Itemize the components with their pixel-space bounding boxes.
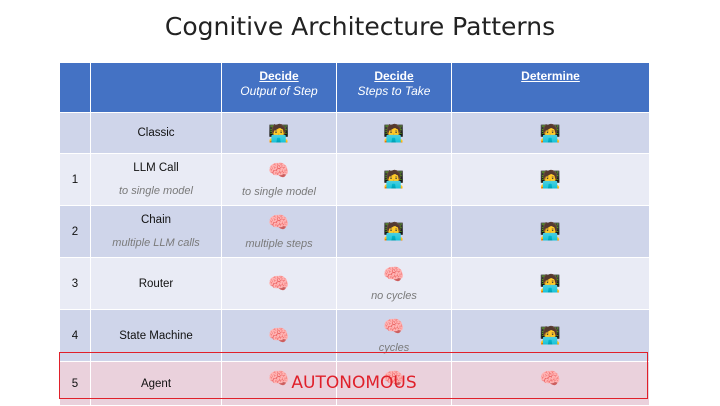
pattern-name-cell: Router: [90, 257, 222, 310]
human-technologist-icon: 🧑‍💻: [268, 123, 290, 143]
determine-cell: 🧑‍💻: [451, 112, 650, 154]
pattern-name-cell: State Machine: [90, 309, 222, 362]
pattern-name: Agent: [140, 377, 172, 390]
row-number: [59, 112, 91, 154]
steps-subtitle: cycles: [378, 342, 410, 354]
steps-cell: 🧠 cycles: [336, 309, 452, 362]
header-determine-line1[interactable]: Determine: [521, 69, 580, 83]
pattern-name-cell: Chain multiple LLM calls: [90, 205, 222, 258]
table-row: 4 State Machine 🧠 🧠 cycles 🧑‍💻: [59, 309, 650, 362]
pattern-name: Classic: [137, 127, 175, 139]
row-number: 4: [59, 309, 91, 362]
table-row: 2 Chain multiple LLM calls 🧠 multiple steps 🧑…: [59, 205, 650, 258]
human-technologist-icon: 🧑‍💻: [383, 222, 405, 241]
output-cell: 🧠: [221, 257, 337, 310]
human-technologist-icon: 🧑‍💻: [539, 222, 562, 241]
pattern-name: Router: [138, 277, 174, 290]
header-steps-line1[interactable]: Decide: [374, 69, 414, 83]
determine-cell: 🧑‍💻: [451, 257, 650, 310]
steps-cell: 🧑‍💻: [336, 205, 452, 258]
steps-cell: 🧠 no cycles: [336, 257, 452, 310]
brain-icon: 🧠: [383, 265, 405, 284]
brain-icon: 🧠: [268, 369, 290, 388]
autonomous-label: AUTONOMOUS: [291, 373, 417, 393]
row-number: 3: [59, 257, 91, 310]
header-cell-name: [90, 62, 222, 113]
brain-icon: 🧠: [383, 317, 405, 336]
pattern-subtitle: multiple LLM calls: [112, 237, 200, 249]
pattern-name-cell: LLM Call to single model: [90, 153, 222, 206]
human-technologist-icon: 🧑‍💻: [383, 170, 405, 189]
row-number: 1: [59, 153, 91, 206]
header-output-line2: Output of Step: [240, 84, 318, 98]
human-technologist-icon: 🧑‍💻: [539, 274, 562, 293]
brain-icon: 🧠: [268, 213, 290, 232]
page-title: Cognitive Architecture Patterns: [164, 12, 556, 41]
pattern-name: Chain: [140, 214, 172, 226]
human-technologist-icon: 🧑‍💻: [539, 123, 562, 143]
brain-icon: 🧠: [268, 326, 290, 345]
human-technologist-icon: 🧑‍💻: [383, 123, 405, 143]
determine-cell: 🧑‍💻: [451, 205, 650, 258]
row-number: 2: [59, 205, 91, 258]
table-row: Classic 🧑‍💻 🧑‍💻 🧑‍💻: [59, 112, 650, 154]
table-header-row: Decide Output of Step Decide Steps to Ta…: [59, 62, 650, 113]
header-cell-output: Decide Output of Step: [221, 62, 337, 113]
human-technologist-icon: 🧑‍💻: [539, 326, 562, 345]
determine-cell: 🧑‍💻: [451, 153, 650, 206]
table-row: 1 LLM Call to single model 🧠 to single model…: [59, 153, 650, 206]
pattern-name: LLM Call: [133, 162, 179, 174]
steps-cell: 🧑‍💻: [336, 112, 452, 154]
determine-cell: 🧑‍💻: [451, 309, 650, 362]
header-cell-num: [59, 62, 91, 113]
brain-icon: 🧠: [268, 274, 290, 293]
header-cell-determine: Determine: [451, 62, 650, 113]
pattern-name-cell: Classic: [90, 112, 222, 154]
brain-icon: 🧠: [383, 369, 405, 388]
output-cell: 🧠: [221, 309, 337, 362]
brain-icon: 🧠: [539, 369, 562, 388]
pattern-name: State Machine: [119, 329, 193, 342]
output-subtitle: to single model: [242, 186, 316, 198]
brain-icon: 🧠: [268, 161, 290, 180]
table-row: 3 Router 🧠 🧠 no cycles 🧑‍💻: [59, 257, 650, 310]
output-cell: 🧠 multiple steps: [221, 205, 337, 258]
output-subtitle: multiple steps: [245, 238, 313, 250]
output-cell: 🧠 to single model: [221, 153, 337, 206]
patterns-table: Decide Output of Step Decide Steps to Ta…: [59, 62, 650, 406]
steps-subtitle: no cycles: [371, 290, 417, 302]
header-output-line1[interactable]: Decide: [259, 69, 299, 83]
pattern-subtitle: to single model: [119, 185, 193, 197]
output-cell: 🧑‍💻: [221, 112, 337, 154]
human-technologist-icon: 🧑‍💻: [539, 170, 562, 189]
header-steps-line2: Steps to Take: [357, 84, 431, 98]
steps-cell: 🧑‍💻: [336, 153, 452, 206]
header-cell-steps: Decide Steps to Take: [336, 62, 452, 113]
